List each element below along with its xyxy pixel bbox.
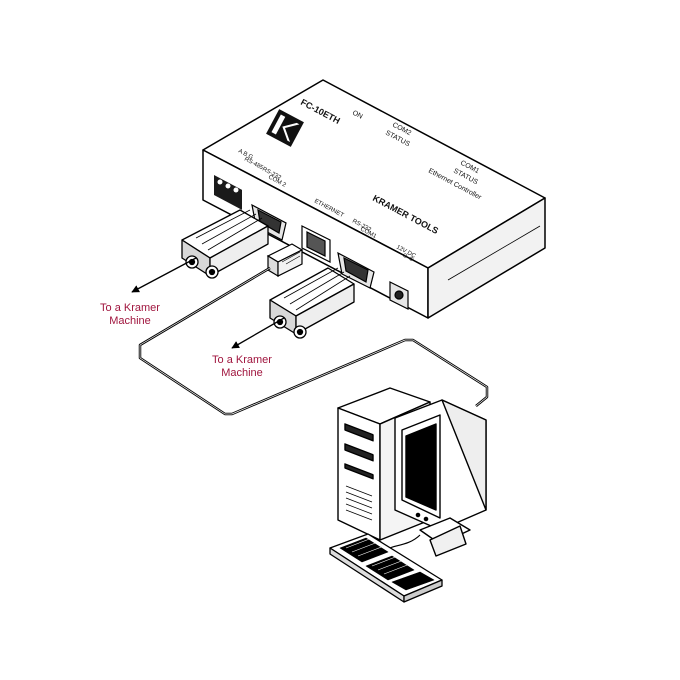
arrow-to-machine-2: [231, 317, 285, 349]
db9-connector-icon: [269, 267, 355, 339]
callout-machine-1: To a Kramer Machine: [82, 302, 178, 328]
crt-monitor-icon: [394, 399, 487, 557]
arrow-to-machine-1: [131, 257, 197, 293]
callout-machine-2-line2: Machine: [221, 367, 263, 379]
db9-connector-icon: [181, 209, 269, 279]
device-side-face: [427, 197, 546, 319]
power-jack: [389, 281, 409, 310]
callout-machine-1-line1: To a Kramer: [100, 302, 160, 314]
com1-db9-port: [337, 251, 375, 289]
callout-machine-1-line2: Machine: [109, 315, 151, 327]
kramer-logo-icon: [266, 109, 304, 147]
keyboard-icon: [329, 533, 443, 603]
callout-machine-2-line1: To a Kramer: [212, 354, 272, 366]
top-label-on: ON: [351, 110, 364, 121]
ethernet-port: [301, 225, 331, 263]
front-label-power-b: ⊖-⊕: [401, 252, 414, 263]
rj45-plug-icon: [266, 243, 304, 278]
callout-machine-2: To a Kramer Machine: [194, 354, 290, 380]
rs485-terminal-block: [214, 175, 242, 210]
